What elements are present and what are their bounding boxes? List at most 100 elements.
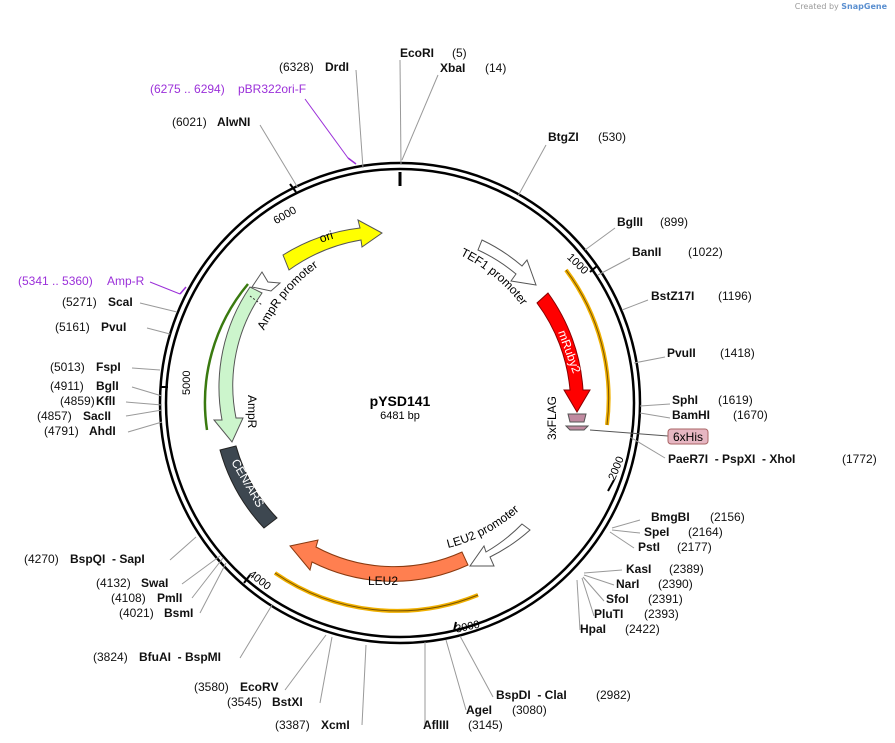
site-psti[interactable]: PstI(2177) xyxy=(638,540,712,554)
site-name: HpaI xyxy=(580,622,606,636)
primer-pbr322ori-f[interactable]: (6275 .. 6294) pBR322ori-F xyxy=(150,82,357,165)
site-drdi[interactable]: (6328)DrdI xyxy=(279,60,349,74)
site-pos: (3387) xyxy=(275,718,310,732)
feature-label-leu2: LEU2 xyxy=(368,574,398,588)
primer-name: Amp-R xyxy=(107,274,145,288)
site-name: PmlI xyxy=(157,591,182,605)
feature-ampr[interactable]: AmpR xyxy=(203,283,263,443)
site-swai[interactable]: (4132)SwaI xyxy=(96,576,168,590)
site-pos: (14) xyxy=(485,61,506,75)
tick-6000: 6000 xyxy=(272,204,299,227)
site-afliii[interactable]: AflIII(3145) xyxy=(423,718,503,732)
site-banii[interactable]: BanII(1022) xyxy=(632,245,723,259)
feature-mruby2[interactable]: mRuby2 xyxy=(536,292,591,413)
watermark-prefix: Created by xyxy=(794,2,839,11)
site-clai[interactable]: BspDI - ClaI(2982) xyxy=(496,688,631,702)
site-xhoi[interactable]: PaeR7I - PspXI - XhoI(1772) xyxy=(668,452,877,466)
site-xbai[interactable]: XbaI (14) xyxy=(440,61,506,75)
site-pos: (1418) xyxy=(720,346,755,360)
site-btgzi[interactable]: BtgZI(530) xyxy=(548,130,626,144)
site-bspmi[interactable]: (3824)BfuAI - BspMI xyxy=(93,650,221,664)
site-name: EcoRV xyxy=(240,680,278,694)
site-sfoi[interactable]: SfoI(2391) xyxy=(606,592,683,606)
restriction-sites: EcoRI(5) XbaI(14) BtgZI(530) BglII(899) … xyxy=(24,46,877,732)
site-name: NarI xyxy=(616,577,639,591)
site-pluti[interactable]: PluTI(2393) xyxy=(594,607,679,621)
site-pos: (3824) xyxy=(93,650,128,664)
feature-label-mruby2: mRuby2 xyxy=(555,328,584,375)
site-name: XcmI xyxy=(321,718,350,732)
site-ecori[interactable]: EcoRI(5) xyxy=(400,46,467,60)
site-sphi[interactable]: SphI(1619) xyxy=(672,393,753,407)
site-agei[interactable]: AgeI (3080) xyxy=(466,703,547,717)
site-bglii[interactable]: BglII(899) xyxy=(617,215,688,229)
snapgene-watermark: Created by SnapGene xyxy=(795,2,887,11)
site-name: AgeI xyxy=(466,703,492,717)
site-pos: (2389) xyxy=(669,562,704,576)
site-sapi[interactable]: (4270)BspQI - SapI xyxy=(24,552,145,566)
feature-3xflag[interactable]: 3xFLAG xyxy=(545,396,590,440)
site-scai[interactable]: (5271)ScaI xyxy=(62,295,133,309)
feature-label-ampr: AmpR xyxy=(245,395,259,429)
ticks xyxy=(161,183,615,632)
site-pos: (5271) xyxy=(62,295,97,309)
site-kfli[interactable]: (4859)KflI xyxy=(60,394,115,408)
site-name: KflI xyxy=(96,394,115,408)
site-name: BtgZI xyxy=(548,130,579,144)
site-name: XbaI xyxy=(440,61,465,75)
feature-cen-ars[interactable]: CEN/ARS xyxy=(219,445,278,529)
site-alwni[interactable]: (6021)AlwNI xyxy=(172,115,250,129)
feature-ampr-promoter[interactable]: AmpR promoter xyxy=(251,258,320,332)
site-pvui[interactable]: (5161)PvuI xyxy=(55,320,126,334)
site-name: SacII xyxy=(83,409,111,423)
site-name: PvuII xyxy=(667,346,696,360)
site-pos: (5) xyxy=(452,46,467,60)
site-leaders xyxy=(125,59,671,726)
tick-5000: 5000 xyxy=(181,371,193,395)
site-pos: (2156) xyxy=(710,510,745,524)
site-pmli[interactable]: (4108)PmlI xyxy=(111,591,182,605)
site-sacii[interactable]: (4857) SacII xyxy=(37,409,111,423)
site-name: FspI xyxy=(96,360,121,374)
site-xcmi[interactable]: (3387) XcmI xyxy=(275,718,350,732)
site-bamhi[interactable]: BamHI(1670) xyxy=(672,408,768,422)
site-ecorv[interactable]: (3580) EcoRV xyxy=(194,680,278,694)
feature-tef1-promoter[interactable]: TEF1 promoter xyxy=(459,239,537,308)
feature-ori[interactable]: ori xyxy=(282,219,383,271)
site-kasi[interactable]: KasI (2389) xyxy=(626,562,704,576)
site-name: BglII xyxy=(617,215,643,229)
site-bstxi[interactable]: (3545)BstXI xyxy=(227,695,303,709)
site-pos: (1196) xyxy=(718,289,752,303)
site-nari[interactable]: NarI(2390) xyxy=(616,577,693,591)
site-pos: (3080) xyxy=(512,703,547,717)
site-pos: (2982) xyxy=(596,688,631,702)
site-bsmi[interactable]: (4021) BsmI xyxy=(119,606,193,620)
feature-6xhis[interactable]: 6xHis xyxy=(589,428,709,445)
site-pos: (5161) xyxy=(55,320,90,334)
primer-amp-r[interactable]: (5341 .. 5360) Amp-R xyxy=(18,274,187,295)
site-pos: (3580) xyxy=(194,680,229,694)
feature-label-ampr-promoter: AmpR promoter xyxy=(254,258,320,332)
site-fspi[interactable]: (5013)FspI xyxy=(50,360,121,374)
plasmid-size: 6481 bp xyxy=(380,410,420,422)
feature-label-3xflag: 3xFLAG xyxy=(545,396,559,440)
site-spei[interactable]: SpeI(2164) xyxy=(644,525,723,539)
site-bgli[interactable]: (4911)BglI xyxy=(50,379,119,393)
site-name: KasI xyxy=(626,562,651,576)
site-name: BsmI xyxy=(164,606,193,620)
site-pos: (4021) xyxy=(119,606,154,620)
site-pvuii[interactable]: PvuII (1418) xyxy=(667,346,755,360)
site-bmgbi[interactable]: BmgBI(2156) xyxy=(651,510,745,524)
site-pos: (2422) xyxy=(625,622,660,636)
site-name: AlwNI xyxy=(217,115,250,129)
site-ahdi[interactable]: (4791)AhdI xyxy=(44,424,116,438)
site-bstz17i[interactable]: BstZ17I(1196) xyxy=(651,289,752,303)
site-name: BglI xyxy=(96,379,119,393)
feature-leu2[interactable]: LEU2 xyxy=(289,539,469,588)
site-pos: (3545) xyxy=(227,695,262,709)
plasmid-name: pYSD141 xyxy=(370,393,431,409)
site-pos: (4857) xyxy=(37,409,72,423)
site-hpai[interactable]: HpaI (2422) xyxy=(580,622,660,636)
site-pos: (1022) xyxy=(688,245,723,259)
